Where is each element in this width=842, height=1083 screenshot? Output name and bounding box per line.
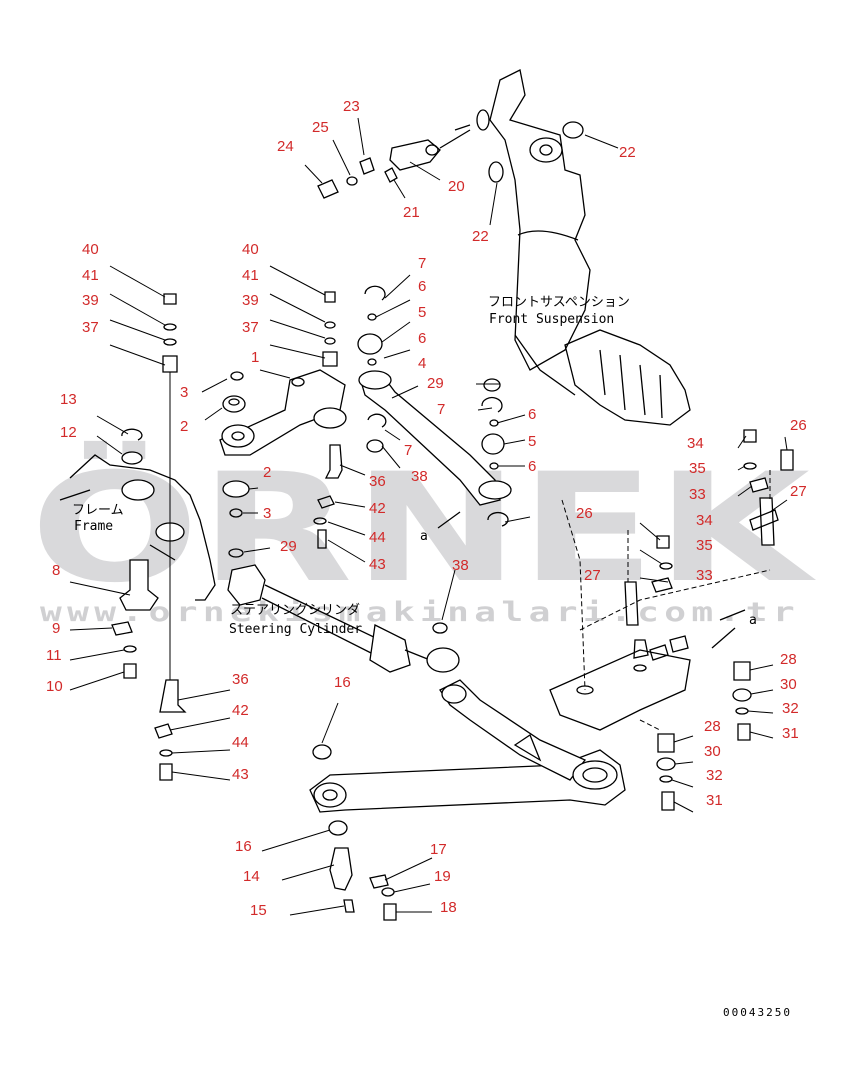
part-label: 7	[418, 255, 426, 272]
caption-frame-en: Frame	[74, 519, 113, 534]
part-label: 31	[706, 792, 723, 809]
caption-front-suspension-en: Front Suspension	[489, 312, 614, 327]
part-label: 35	[689, 460, 706, 477]
part-artwork	[59, 69, 794, 921]
part-label: 18	[440, 899, 457, 916]
part-label: 41	[82, 267, 99, 284]
part-label: 16	[235, 838, 252, 855]
part-label: 2	[263, 464, 271, 481]
part-number-labels: 23 25 24 20 21 22 22 40 41 39 37 40 41 3…	[46, 98, 807, 919]
part-label: 35	[696, 537, 713, 554]
part-label: 28	[704, 718, 721, 735]
caption-steering-cylinder-en: Steering Cylinder	[229, 622, 362, 637]
part-label: 34	[696, 512, 713, 529]
part-label: 42	[369, 500, 386, 517]
part-label: 23	[343, 98, 360, 115]
part-label: 37	[242, 319, 259, 336]
part-label: 11	[46, 647, 62, 664]
part-label: 44	[369, 529, 386, 546]
part-label: 29	[280, 538, 297, 555]
part-label: 9	[52, 620, 60, 637]
part-label: 33	[696, 567, 713, 584]
part-label: 43	[232, 766, 249, 783]
part-label: 37	[82, 319, 99, 336]
part-label: 39	[242, 292, 259, 309]
part-label: 30	[780, 676, 797, 693]
part-label: 4	[418, 355, 426, 372]
leader-lines	[69, 117, 788, 916]
part-label: 6	[418, 330, 426, 347]
part-label: 31	[782, 725, 799, 742]
part-label: 19	[434, 868, 451, 885]
part-label: 26	[790, 417, 807, 434]
captions: フレーム Frame フロントサスペンション Front Suspension …	[72, 295, 792, 1019]
part-label: 16	[334, 674, 351, 691]
part-label: 2	[180, 418, 188, 435]
drawing-code: 00043250	[723, 1006, 792, 1019]
part-label: 33	[689, 486, 706, 503]
part-label: 41	[242, 267, 259, 284]
part-label: 3	[263, 505, 271, 522]
part-label: 7	[404, 442, 412, 459]
part-label: 5	[418, 304, 426, 321]
part-label: 28	[780, 651, 797, 668]
part-label: 6	[528, 406, 536, 423]
part-label: 6	[528, 458, 536, 475]
part-label: 44	[232, 734, 249, 751]
part-label: 5	[528, 433, 536, 450]
part-label: 10	[46, 678, 63, 695]
part-label: 3	[180, 384, 188, 401]
part-label: 21	[403, 204, 420, 221]
part-label: 1	[251, 349, 259, 366]
part-label: 39	[82, 292, 99, 309]
part-label: 13	[60, 391, 77, 408]
reference-mark-a-right: a	[749, 613, 757, 628]
part-label: 12	[60, 424, 77, 441]
caption-frame-jp: フレーム	[72, 503, 124, 518]
part-label: 14	[243, 868, 260, 885]
part-label: 8	[52, 562, 60, 579]
caption-front-suspension-jp: フロントサスペンション	[488, 295, 630, 310]
part-label: 29	[427, 375, 444, 392]
part-label: 32	[782, 700, 799, 717]
part-label: 27	[790, 483, 807, 500]
watermark-url: www.ornekismakinalari.com.tr	[40, 597, 800, 628]
part-label: 40	[82, 241, 99, 258]
part-label: 27	[584, 567, 601, 584]
part-label: 43	[369, 556, 386, 573]
part-label: 32	[706, 767, 723, 784]
part-label: 22	[472, 228, 489, 245]
part-label: 6	[418, 278, 426, 295]
part-label: 40	[242, 241, 259, 258]
part-label: 36	[369, 473, 386, 490]
part-label: 30	[704, 743, 721, 760]
part-label: 24	[277, 138, 294, 155]
part-label: 7	[437, 401, 445, 418]
part-label: 15	[250, 902, 267, 919]
part-label: 38	[452, 557, 469, 574]
part-label: 38	[411, 468, 428, 485]
part-label: 20	[448, 178, 465, 195]
part-label: 25	[312, 119, 329, 136]
reference-mark-a-left: a	[420, 529, 428, 544]
part-label: 17	[430, 841, 447, 858]
part-label: 34	[687, 435, 704, 452]
part-label: 26	[576, 505, 593, 522]
part-label: 42	[232, 702, 249, 719]
part-label: 22	[619, 144, 636, 161]
caption-steering-cylinder-jp: ステアリングシリンダ	[230, 603, 360, 618]
part-label: 36	[232, 671, 249, 688]
